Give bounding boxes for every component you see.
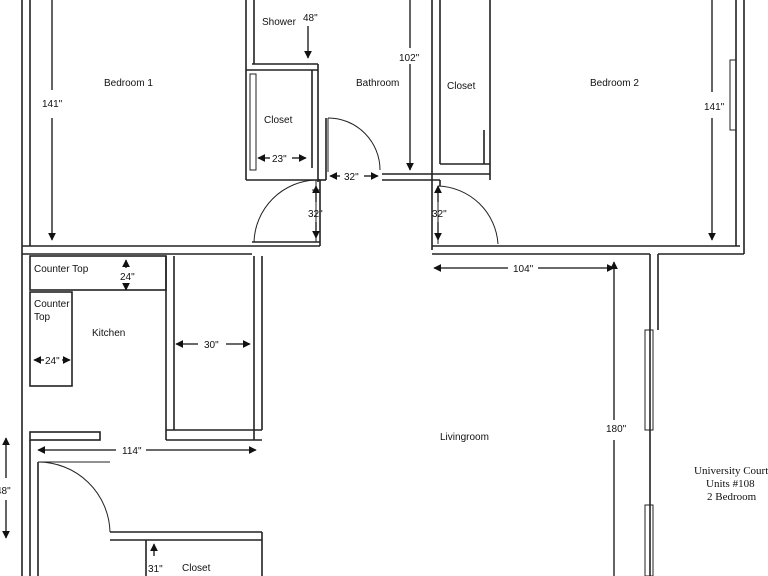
room-label-bedroom1: Bedroom 1 xyxy=(104,78,153,89)
dim-bed1-door: 32" xyxy=(308,209,323,220)
dim-entry-height: 48" xyxy=(0,486,11,497)
dim-bed2-door: 32" xyxy=(432,209,447,220)
room-label-bathroom: Bathroom xyxy=(356,78,399,89)
room-label-counter-top-2b: Top xyxy=(34,312,51,323)
room-label-counter-top-2a: Counter xyxy=(34,299,70,310)
room-label-closet-bottom: Closet xyxy=(182,563,211,574)
dim-kitchen-gap: 30" xyxy=(204,340,219,351)
caption-line3: 2 Bedroom xyxy=(707,491,757,503)
room-labels: Bedroom 1 Bedroom 2 Bathroom Shower Clos… xyxy=(34,17,639,574)
plan-caption: University Court Units #108 2 Bedroom xyxy=(694,465,768,503)
dim-bed1-height: 141" xyxy=(42,99,63,110)
walls xyxy=(21,0,745,576)
dim-bath-door: 32" xyxy=(344,172,359,183)
caption-line1: University Court xyxy=(694,465,768,477)
room-label-bedroom2: Bedroom 2 xyxy=(590,78,639,89)
dim-living-height: 180" xyxy=(606,424,627,435)
dim-bed2-height: 141" xyxy=(704,102,725,113)
dimension-arrows xyxy=(2,0,716,576)
dim-closet-bottom: 31" xyxy=(148,564,163,575)
caption-line2: Units #108 xyxy=(706,478,755,490)
dim-counter2: 24" xyxy=(45,356,60,367)
dimension-labels: 141" 141" 48" 102" 23" 32" 32" 32" 24" 2… xyxy=(0,13,725,575)
room-label-closet-bath: Closet xyxy=(447,81,476,92)
room-label-kitchen: Kitchen xyxy=(92,328,125,339)
dim-shower: 48" xyxy=(303,13,318,24)
dim-living-width: 104" xyxy=(513,264,534,275)
room-label-closet-bed1: Closet xyxy=(264,115,293,126)
dim-kitchen-width: 114" xyxy=(122,446,142,457)
dim-counter1: 24" xyxy=(120,272,135,283)
dim-closet-width: 23" xyxy=(272,154,287,165)
room-label-livingroom: Livingroom xyxy=(440,432,489,443)
dim-bath-depth: 102" xyxy=(399,53,420,64)
room-label-shower: Shower xyxy=(262,17,297,28)
room-label-counter-top-1: Counter Top xyxy=(34,264,89,275)
